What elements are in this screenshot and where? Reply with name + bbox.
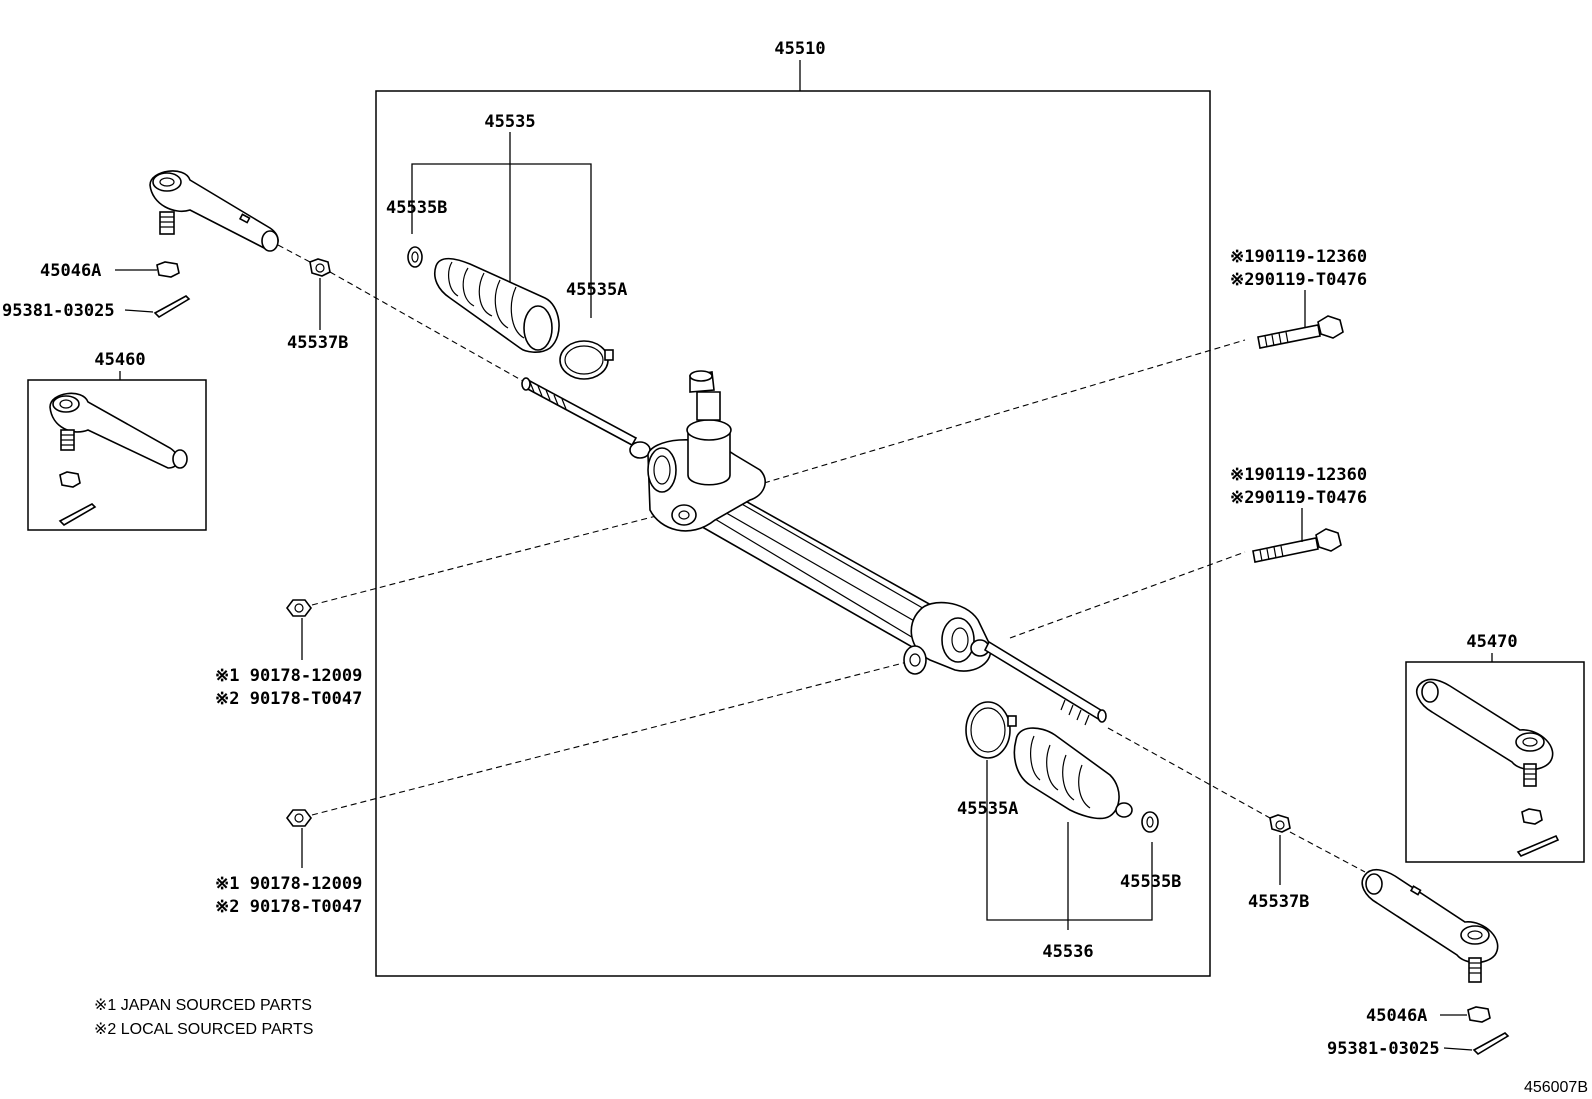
tie-rod-right-kit-label[interactable]: 45470 (1466, 632, 1517, 652)
clamp-b-bottom-label[interactable]: 45535B (1120, 872, 1181, 892)
bolt-top-label-2[interactable]: ※290119-T0476 (1230, 270, 1367, 290)
bolt-top-label-1[interactable]: ※190119-12360 (1230, 247, 1367, 267)
bolt-middle-label-1[interactable]: ※190119-12360 (1230, 465, 1367, 485)
clamp-a-bottom[interactable] (965, 701, 1017, 759)
tie-rod-left-kit-label[interactable]: 45460 (94, 350, 145, 370)
tie-rod-end-right[interactable] (1361, 868, 1499, 983)
boot-bottom[interactable] (1013, 727, 1120, 820)
clamp-a-top[interactable] (559, 340, 614, 380)
assembly-label[interactable]: 45510 (774, 39, 825, 59)
flange-nut-middle[interactable] (286, 599, 312, 660)
boot-kit-bottom[interactable]: 45536 45535A 45535B (957, 701, 1181, 962)
nut-left[interactable] (115, 261, 180, 278)
boot-kit-bottom-label[interactable]: 45536 (1042, 942, 1093, 962)
nut-b-left[interactable] (309, 258, 331, 330)
alignment-lines (277, 244, 1366, 873)
tie-rod-right-kit-parts[interactable] (1416, 678, 1560, 857)
flange-nut-lower[interactable] (286, 809, 312, 868)
note-local-sourced: ※2 LOCAL SOURCED PARTS (94, 1021, 313, 1038)
bolt-middle[interactable] (1252, 508, 1342, 563)
diagram-id: 456007B (1524, 1079, 1588, 1096)
boot-kit-top-label[interactable]: 45535 (484, 112, 535, 132)
tie-rod-right-kit-box (1405, 661, 1585, 863)
nut-b-left-label[interactable]: 45537B (287, 333, 348, 353)
cotter-pin-left[interactable] (124, 295, 191, 319)
nut-middle-label-2[interactable]: ※2 90178-T0047 (215, 689, 362, 709)
steering-rack[interactable] (521, 370, 1107, 726)
nut-lower-label-2[interactable]: ※2 90178-T0047 (215, 897, 362, 917)
bolt-top[interactable] (1257, 290, 1344, 349)
note-japan-sourced: ※1 JAPAN SOURCED PARTS (94, 997, 312, 1014)
bolt-middle-label-2[interactable]: ※290119-T0476 (1230, 488, 1367, 508)
nut-right-label[interactable]: 45046A (1366, 1006, 1427, 1026)
assembly-box (375, 90, 1211, 977)
rack-tie-rod-right (970, 639, 1107, 726)
clamp-a-top-label[interactable]: 45535A (566, 280, 627, 300)
nut-b-right[interactable] (1269, 814, 1291, 885)
boot-kit-top[interactable]: 45535 45535B 45535A (386, 112, 627, 380)
clamp-a-bottom-label[interactable]: 45535A (957, 799, 1018, 819)
tie-rod-left-kit-parts[interactable] (49, 392, 188, 527)
nut-right[interactable] (1440, 1006, 1491, 1023)
nut-middle-label-1[interactable]: ※1 90178-12009 (215, 666, 362, 686)
rack-tie-rod-left (521, 377, 651, 459)
nut-b-right-label[interactable]: 45537B (1248, 892, 1309, 912)
clamp-b-bottom[interactable] (1141, 811, 1159, 833)
pin-right-label[interactable]: 95381-03025 (1327, 1039, 1440, 1059)
cotter-pin-right[interactable] (1443, 1032, 1510, 1056)
clamp-b-top-label[interactable]: 45535B (386, 198, 447, 218)
tie-rod-left-kit-box (27, 379, 207, 531)
nut-lower-label-1[interactable]: ※1 90178-12009 (215, 874, 362, 894)
pin-left-label[interactable]: 95381-03025 (2, 301, 115, 321)
clamp-b-top[interactable] (407, 246, 423, 268)
nut-left-label[interactable]: 45046A (40, 261, 101, 281)
tie-rod-end-left[interactable] (149, 170, 279, 252)
